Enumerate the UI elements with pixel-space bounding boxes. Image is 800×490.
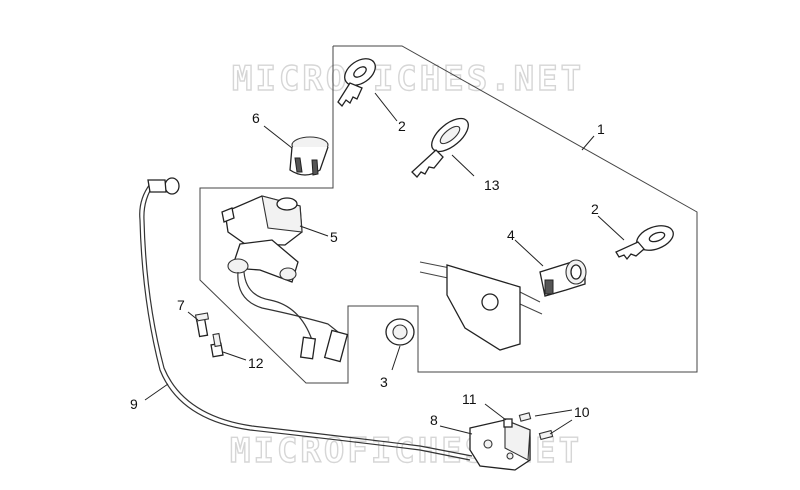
callout-4: 4 [507,227,515,243]
screws-part-10-11 [503,412,554,441]
callout-2-top: 2 [398,118,406,134]
callout-9: 9 [130,396,138,412]
callout-8: 8 [430,412,438,428]
bolt-part-7 [194,312,210,338]
key-part-13 [411,117,469,178]
lock-cylinder-part-4 [419,259,587,351]
watermark-top: MICROFICHES.NET [232,59,584,99]
cap-part-6 [289,136,329,176]
callout-11: 11 [462,391,477,407]
ignition-switch-part-5 [221,195,349,363]
callout-12: 12 [248,355,264,371]
callout-6: 6 [252,110,260,126]
callout-10: 10 [574,404,590,420]
bolt-part-12 [210,332,224,358]
nut-part-3 [385,318,415,346]
callout-13: 13 [484,177,500,193]
kit-boundary-outline [199,45,698,384]
cable-part-9 [139,177,473,461]
callout-2-right: 2 [591,201,599,217]
leader-lines [144,92,625,435]
key-part-2-right [615,225,674,261]
latch-bracket-part-8 [469,419,531,471]
callout-5: 5 [330,229,338,245]
callout-1: 1 [597,121,605,137]
key-part-2-top [337,58,376,108]
callout-3: 3 [380,374,388,390]
callout-7: 7 [177,297,185,313]
